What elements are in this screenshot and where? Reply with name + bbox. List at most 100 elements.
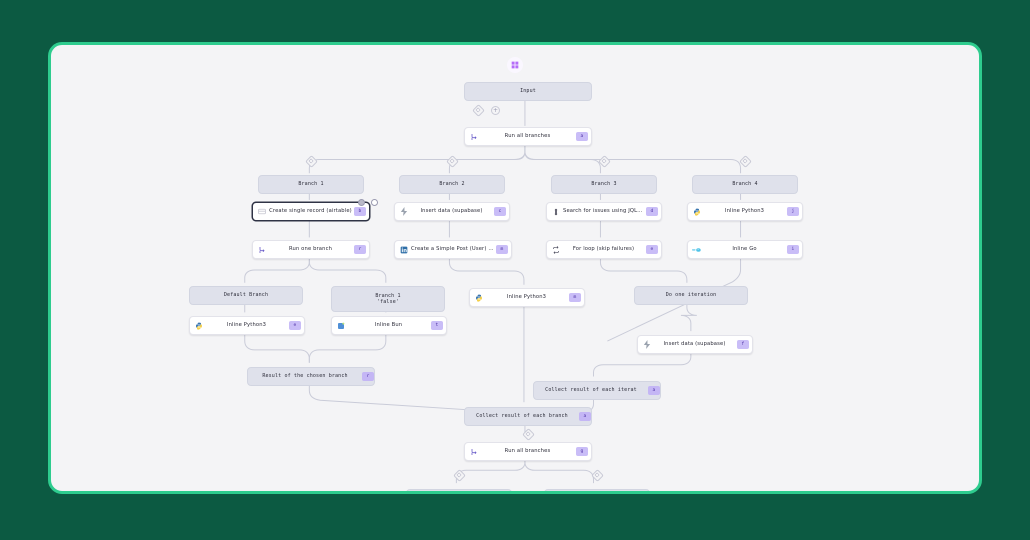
diamond-icon: ◇: [457, 471, 462, 479]
node-badge: b: [354, 207, 366, 216]
node-inline-bun[interactable]: Inline Bun t: [331, 316, 447, 335]
node-do-one-iteration[interactable]: Do one iteration: [634, 286, 748, 305]
node-run-all-branches-1[interactable]: Run all branches a: [464, 127, 592, 146]
node-collect-each-branch[interactable]: Collect result of each branch a: [464, 407, 592, 426]
branch-1-connector[interactable]: ◇: [305, 155, 318, 168]
diamond-icon: ◇: [526, 430, 531, 438]
node-inline-go[interactable]: Inline Go i: [687, 240, 803, 259]
node-label: Run all branches: [504, 133, 551, 140]
diamond-icon: ◇: [743, 157, 748, 165]
node-label: Branch 3: [591, 181, 617, 188]
branch-2-connector[interactable]: ◇: [446, 155, 459, 168]
node-branch-2-bottom[interactable]: Branch 2: [544, 489, 650, 491]
node-inline-python3-2[interactable]: Inline Python3 m: [469, 288, 585, 307]
node-badge: r: [362, 372, 374, 381]
node-insert-data-supabase-2[interactable]: Insert data (supabase) f: [637, 335, 753, 354]
node-label: Branch 1: [298, 181, 324, 188]
jira-icon: [550, 206, 561, 217]
node-label: Default Branch: [223, 292, 269, 299]
node-branch-2-top[interactable]: Branch 2: [399, 175, 505, 194]
node-badge: d: [646, 207, 658, 216]
node-badge: a: [648, 386, 660, 395]
node-label: Insert data (supabase): [663, 341, 726, 348]
branch-1-bottom-connector[interactable]: ◇: [453, 469, 466, 482]
node-badge: i: [787, 245, 799, 254]
node-default-branch[interactable]: Default Branch: [189, 286, 303, 305]
node-badge: r: [354, 245, 366, 254]
node-badge: g: [576, 447, 588, 456]
node-branch-1-top[interactable]: Branch 1: [258, 175, 364, 194]
branch-all-icon: [468, 446, 479, 457]
node-for-loop[interactable]: For loop (skip failures) e: [546, 240, 662, 259]
node-label: Do one iteration: [665, 292, 717, 299]
node-label: Run all branches: [504, 448, 551, 455]
node-label: Branch 1 'false': [375, 292, 401, 305]
branch-all-icon: [468, 131, 479, 142]
node-input[interactable]: Input: [464, 82, 592, 101]
node-label: Insert data (supabase): [420, 208, 483, 215]
python-icon: [473, 292, 484, 303]
node-create-single-record[interactable]: Create single record (airtable) b: [252, 199, 378, 221]
python-icon: [691, 206, 702, 217]
node-badge: e: [646, 245, 658, 254]
node-create-simple-post[interactable]: Create a Simple Post (User) |... m: [394, 240, 512, 259]
node-handle-left[interactable]: [358, 199, 365, 206]
node-branch-3-top[interactable]: Branch 3: [551, 175, 657, 194]
bun-icon: [335, 320, 346, 331]
node-label: Input: [520, 88, 536, 95]
supabase-icon: [398, 206, 409, 217]
node-label: Inline Python3: [506, 294, 547, 301]
python-icon: [193, 320, 204, 331]
node-branch-1-false[interactable]: Branch 1 'false': [331, 286, 445, 312]
node-branch-4-top[interactable]: Branch 4: [692, 175, 798, 194]
edge-add-button[interactable]: +: [491, 106, 500, 115]
node-label: Branch 4: [732, 181, 758, 188]
node-label: Create single record (airtable): [269, 208, 352, 215]
node-label: Branch 2: [439, 181, 465, 188]
node-badge: f: [737, 340, 749, 349]
node-badge: c: [494, 207, 506, 216]
node-badge: a: [576, 132, 588, 141]
branch-4-connector[interactable]: ◇: [739, 155, 752, 168]
workflow-editor-frame: Input ◇ + Run all branches a ◇ ◇ ◇ ◇ Bra…: [48, 42, 982, 494]
airtable-icon: [256, 206, 267, 217]
node-inline-python3-1[interactable]: Inline Python3 j: [687, 202, 803, 221]
node-label: For loop (skip failures): [572, 246, 635, 253]
edge-insert-node-button[interactable]: ◇: [472, 104, 485, 117]
node-insert-data-supabase-1[interactable]: Insert data (supabase) c: [394, 202, 510, 221]
branch-one-icon: [256, 244, 267, 255]
flow-canvas[interactable]: Input ◇ + Run all branches a ◇ ◇ ◇ ◇ Bra…: [51, 45, 979, 491]
node-handle-right[interactable]: [371, 199, 378, 206]
plus-icon: +: [492, 106, 499, 114]
node-badge: j: [787, 207, 799, 216]
node-run-one-branch[interactable]: Run one branch r: [252, 240, 370, 259]
node-badge: m: [496, 245, 508, 254]
node-badge: t: [431, 321, 443, 330]
branch-3-connector[interactable]: ◇: [598, 155, 611, 168]
loop-icon: [550, 244, 561, 255]
node-collect-each-iteration[interactable]: Collect result of each iterat a: [533, 381, 661, 400]
node-badge: a: [579, 412, 591, 421]
edge-insert-node-button-2[interactable]: ◇: [522, 428, 535, 441]
node-run-all-branches-2[interactable]: Run all branches g: [464, 442, 592, 461]
node-label: Create a Simple Post (User) |...: [411, 246, 496, 253]
diamond-icon: ◇: [450, 157, 455, 165]
node-label: Collect result of each iterat: [545, 387, 637, 394]
node-badge: e: [289, 321, 301, 330]
node-inline-python3-3[interactable]: Inline Python3 e: [189, 316, 305, 335]
node-label: Run one branch: [288, 246, 333, 253]
diamond-icon: ◇: [602, 157, 607, 165]
node-label: Inline Python3: [226, 322, 267, 329]
flow-icon: [507, 57, 523, 73]
supabase-icon: [641, 339, 652, 350]
node-badge: m: [569, 293, 581, 302]
node-label: Collect result of each branch: [476, 413, 568, 420]
node-label: Result of the chosen branch: [262, 373, 348, 380]
diamond-icon: ◇: [309, 157, 314, 165]
node-label: Inline Bun: [374, 322, 403, 329]
go-icon: [691, 244, 702, 255]
node-branch-1-bottom[interactable]: Branch 1: [406, 489, 512, 491]
node-search-issues-jql[interactable]: Search for issues using JQL (... d: [546, 202, 662, 221]
branch-2-bottom-connector[interactable]: ◇: [591, 469, 604, 482]
node-result-chosen-branch[interactable]: Result of the chosen branch r: [247, 367, 375, 386]
